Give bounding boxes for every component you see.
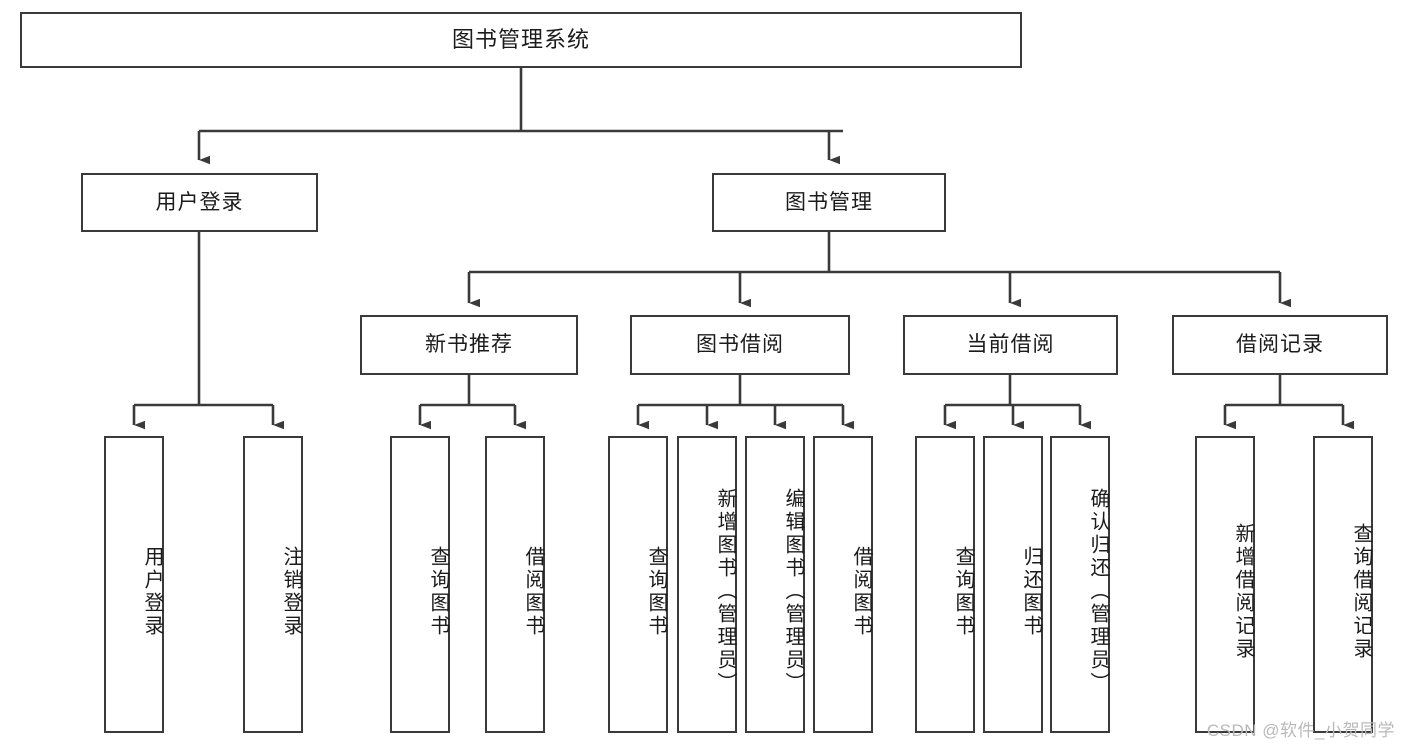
leaf-label: 确认归还（管理员） xyxy=(1087,488,1109,695)
leaf-current-borrow-query[interactable]: 查询图书 xyxy=(915,436,975,733)
leaf-current-borrow-return[interactable]: 归还图书 xyxy=(983,436,1043,733)
node-new-book-recommend[interactable]: 新书推荐 xyxy=(360,315,578,375)
leaf-book-borrow-query[interactable]: 查询图书 xyxy=(608,436,668,733)
leaf-label: 查询图书 xyxy=(645,545,667,638)
leaf-book-borrow-borrow[interactable]: 借阅图书 xyxy=(813,436,873,733)
leaf-label: 归还图书 xyxy=(1020,545,1042,638)
leaf-borrow-record-add[interactable]: 新增借阅记录 xyxy=(1195,436,1255,733)
leaf-label: 新增图书（管理员） xyxy=(714,488,736,695)
leaf-user-login-logout[interactable]: 注销登录 xyxy=(243,436,303,733)
leaf-current-borrow-confirm-return[interactable]: 确认归还（管理员） xyxy=(1050,436,1110,733)
leaf-user-login-login[interactable]: 用户登录 xyxy=(104,436,164,733)
leaf-label: 编辑图书（管理员） xyxy=(782,488,804,695)
node-root-system[interactable]: 图书管理系统 xyxy=(20,12,1022,68)
leaf-label: 用户登录 xyxy=(141,545,163,638)
node-book-borrow[interactable]: 图书借阅 xyxy=(630,315,850,375)
leaf-new-book-borrow[interactable]: 借阅图书 xyxy=(485,436,545,733)
leaf-label: 查询图书 xyxy=(427,545,449,638)
node-user-login[interactable]: 用户登录 xyxy=(81,173,318,232)
leaf-label: 查询借阅记录 xyxy=(1350,522,1372,661)
leaf-label: 注销登录 xyxy=(280,545,302,638)
leaf-label: 新增借阅记录 xyxy=(1232,522,1254,661)
node-borrow-record[interactable]: 借阅记录 xyxy=(1172,315,1388,375)
leaf-borrow-record-query[interactable]: 查询借阅记录 xyxy=(1313,436,1373,733)
leaf-label: 查询图书 xyxy=(952,545,974,638)
leaf-book-borrow-add[interactable]: 新增图书（管理员） xyxy=(677,436,737,733)
leaf-label: 借阅图书 xyxy=(522,545,544,638)
node-current-borrow[interactable]: 当前借阅 xyxy=(903,315,1118,375)
leaf-book-borrow-edit[interactable]: 编辑图书（管理员） xyxy=(745,436,805,733)
leaf-label: 借阅图书 xyxy=(850,545,872,638)
leaf-new-book-query[interactable]: 查询图书 xyxy=(390,436,450,733)
watermark-text: CSDN @软件_小贺同学 xyxy=(1206,721,1395,740)
node-book-management[interactable]: 图书管理 xyxy=(712,173,946,232)
